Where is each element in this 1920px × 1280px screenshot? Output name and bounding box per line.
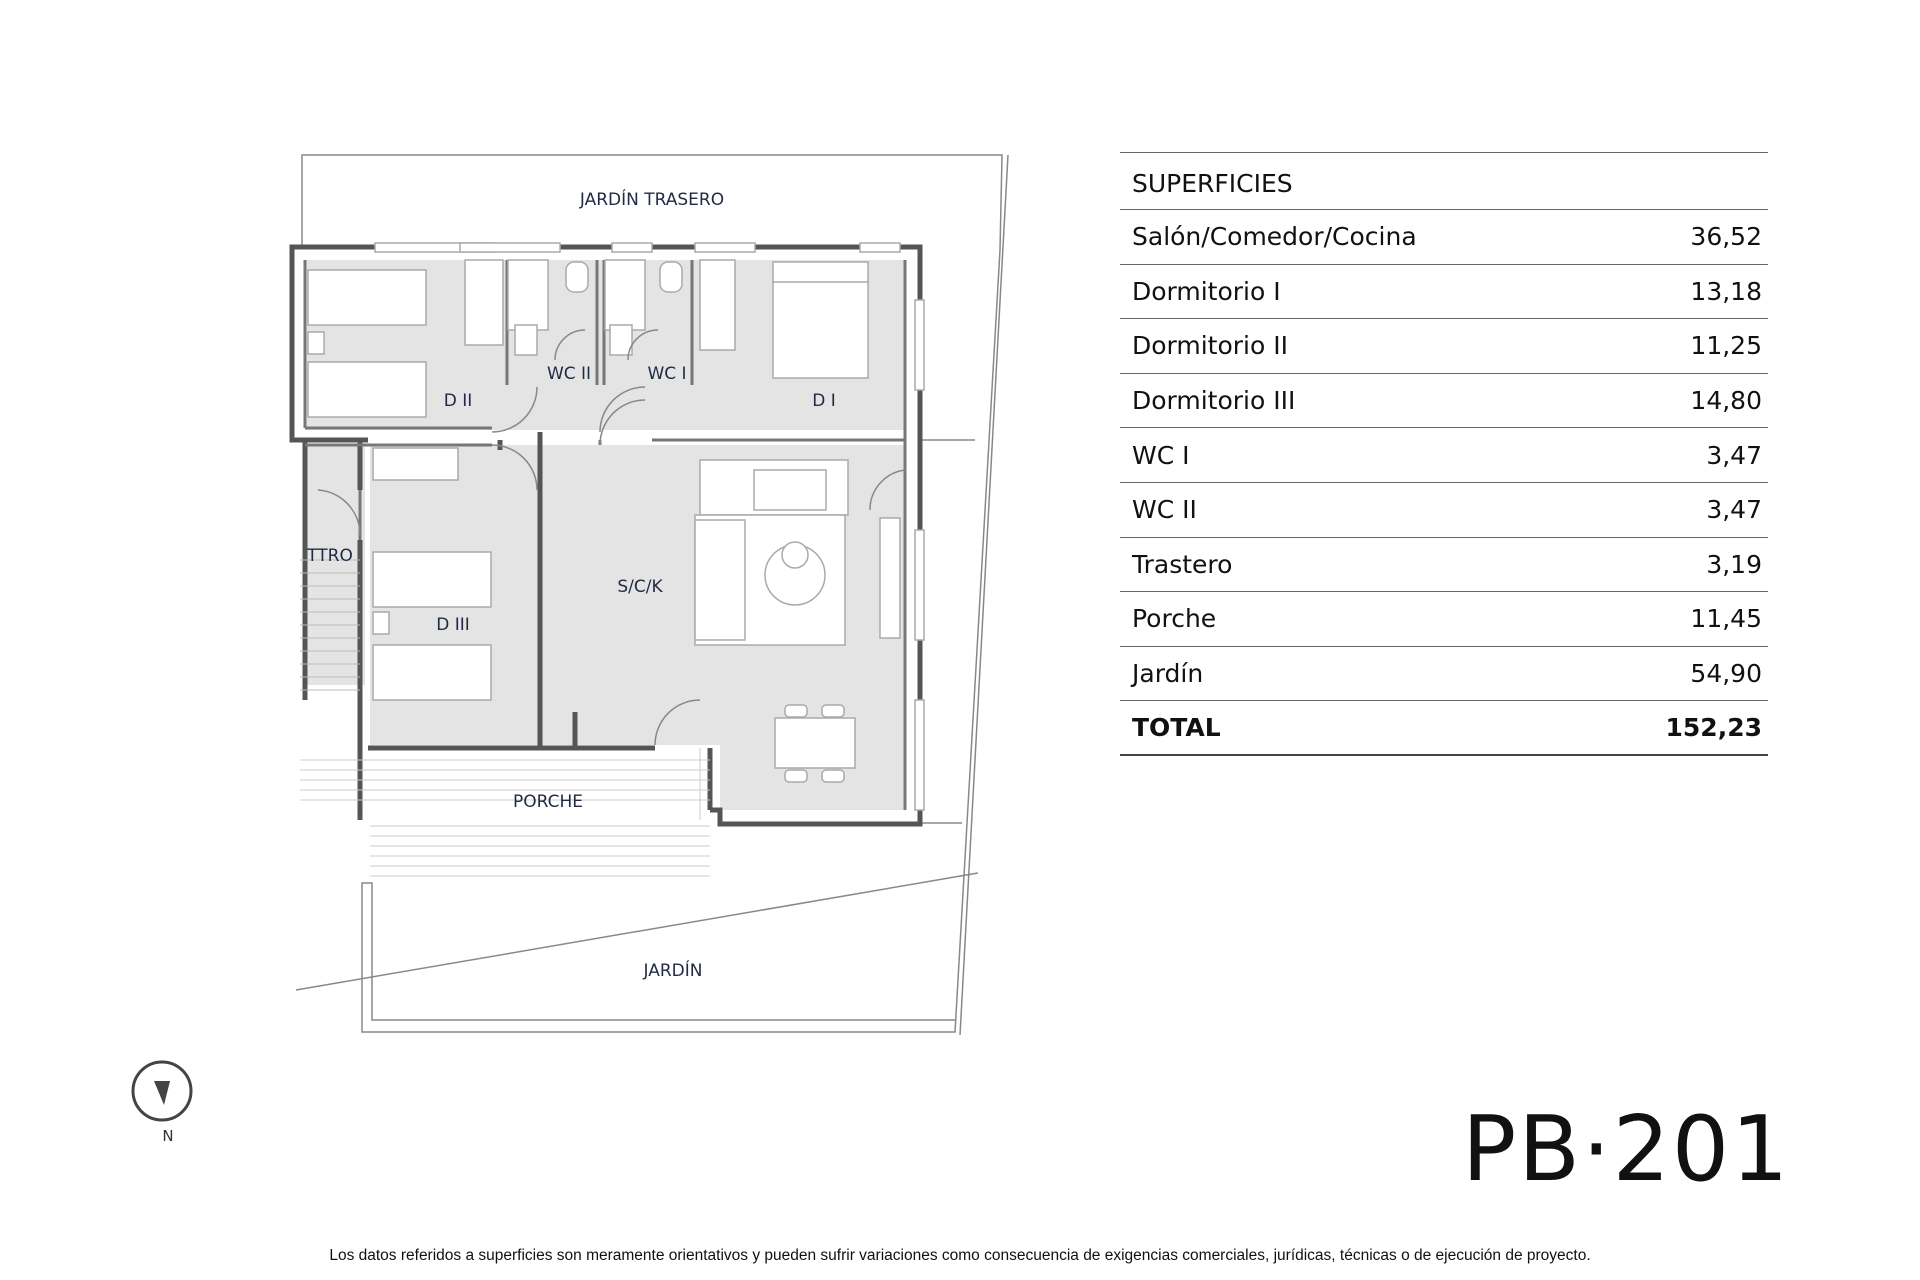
row-label: WC II xyxy=(1132,495,1197,525)
plan-code: PB·201 xyxy=(1462,1097,1791,1202)
label-ttro: TTRO xyxy=(306,546,353,566)
row-value: 11,25 xyxy=(1690,331,1762,361)
row-value: 11,45 xyxy=(1690,604,1762,634)
compass-north-label: N xyxy=(162,1127,173,1145)
living-furniture xyxy=(694,459,901,783)
row-value: 13,18 xyxy=(1690,276,1762,306)
label-sck: S/C/K xyxy=(617,577,663,597)
row-value: 3,47 xyxy=(1706,495,1762,525)
label-d3: D III xyxy=(436,615,470,635)
row-label: WC I xyxy=(1132,440,1190,470)
row-label: Salón/Comedor/Cocina xyxy=(1132,222,1417,252)
compass-icon: N xyxy=(131,1060,193,1145)
table-row: Jardín 54,90 xyxy=(1120,647,1768,702)
table-header: SUPERFICIES xyxy=(1120,152,1768,210)
label-wc1: WC I xyxy=(647,364,686,384)
label-d1: D I xyxy=(812,391,836,411)
d3-furniture xyxy=(372,447,492,701)
label-jardin-trasero: JARDÍN TRASERO xyxy=(579,188,724,210)
d2-furniture xyxy=(307,259,504,418)
bathroom-fixtures xyxy=(507,259,683,356)
row-label: Porche xyxy=(1132,604,1217,634)
d1-furniture xyxy=(699,259,869,379)
table-row: WC I 3,47 xyxy=(1120,428,1768,483)
floor-plan: JARDÍN TRASERO WC II WC I D II D I TTRO … xyxy=(289,154,1009,1036)
table-row: Porche 11,45 xyxy=(1120,592,1768,647)
table-total-row: TOTAL 152,23 xyxy=(1120,701,1768,756)
row-label: Dormitorio I xyxy=(1132,276,1281,306)
table-row: Dormitorio I 13,18 xyxy=(1120,265,1768,320)
storage-stripes xyxy=(300,559,360,691)
row-value: 54,90 xyxy=(1690,659,1762,689)
table-row: Trastero 3,19 xyxy=(1120,538,1768,593)
garden-boundary xyxy=(295,154,1009,1036)
label-jardin: JARDÍN xyxy=(643,959,703,981)
table-row: WC II 3,47 xyxy=(1120,483,1768,538)
table-row: Salón/Comedor/Cocina 36,52 xyxy=(1120,210,1768,265)
row-label: Jardín xyxy=(1132,659,1204,689)
label-porche: PORCHE xyxy=(513,792,583,812)
label-wc2: WC II xyxy=(547,364,591,384)
total-value: 152,23 xyxy=(1665,713,1762,743)
windows xyxy=(374,242,925,811)
door-swings xyxy=(317,329,906,746)
row-value: 14,80 xyxy=(1690,386,1762,416)
disclaimer: Los datos referidos a superficies son me… xyxy=(329,1247,1591,1264)
row-label: Trastero xyxy=(1132,549,1233,579)
row-value: 3,47 xyxy=(1706,440,1762,470)
table-row: Dormitorio II 11,25 xyxy=(1120,319,1768,374)
total-label: TOTAL xyxy=(1132,713,1221,743)
label-d2: D II xyxy=(444,391,473,411)
porch-stripes xyxy=(300,748,710,877)
row-label: Dormitorio II xyxy=(1132,331,1288,361)
row-value: 36,52 xyxy=(1690,222,1762,252)
row-label: Dormitorio III xyxy=(1132,386,1296,416)
row-value: 3,19 xyxy=(1706,549,1762,579)
table-row: Dormitorio III 14,80 xyxy=(1120,374,1768,429)
